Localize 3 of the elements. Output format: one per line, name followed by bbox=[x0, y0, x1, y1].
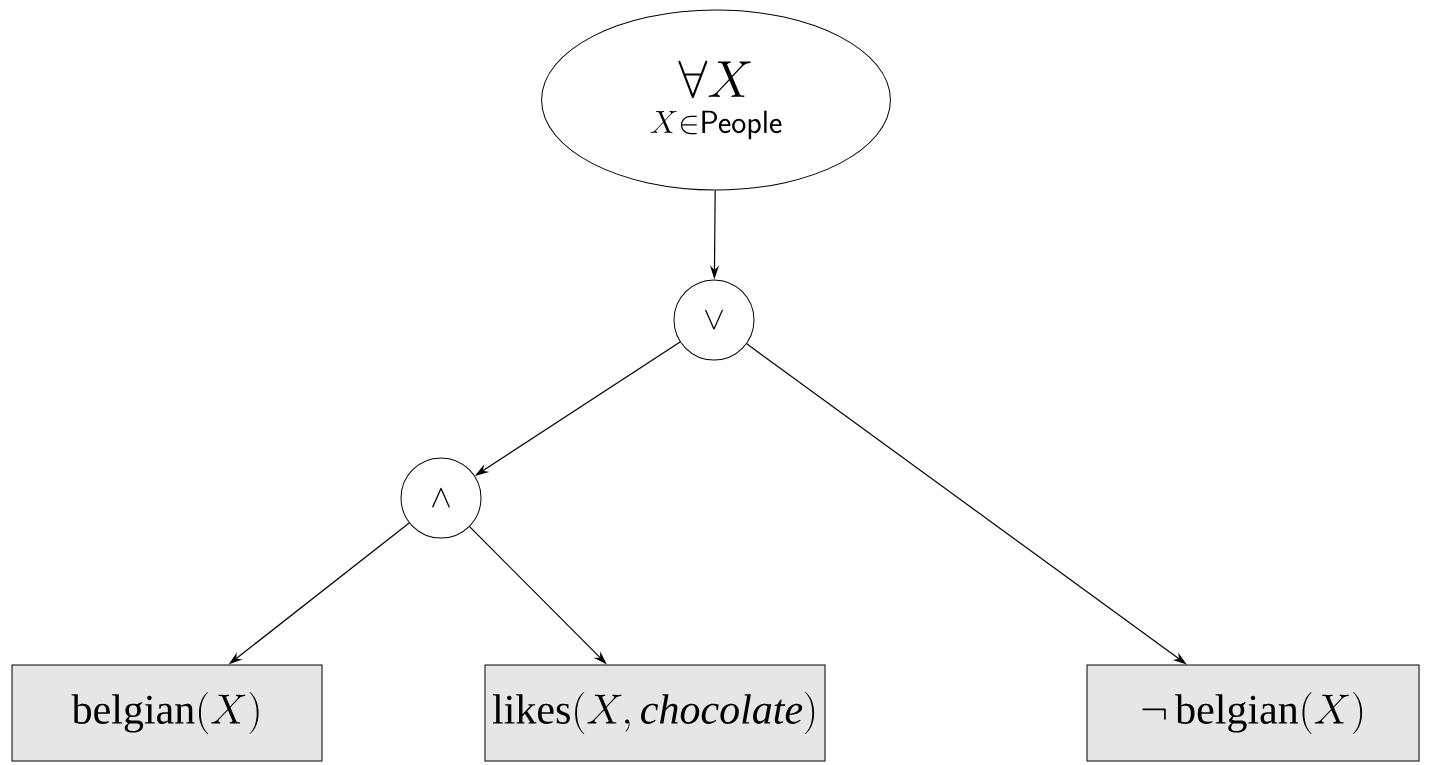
literal-box: $\mathrm{likes}(X,\textit{chocolate})$ bbox=[484, 664, 826, 762]
literal-box: $\mathrm{belgian}(X)$ bbox=[11, 664, 323, 762]
literal-box: $\neg\,\mathrm{belgian}(X)$ bbox=[1086, 664, 1420, 762]
